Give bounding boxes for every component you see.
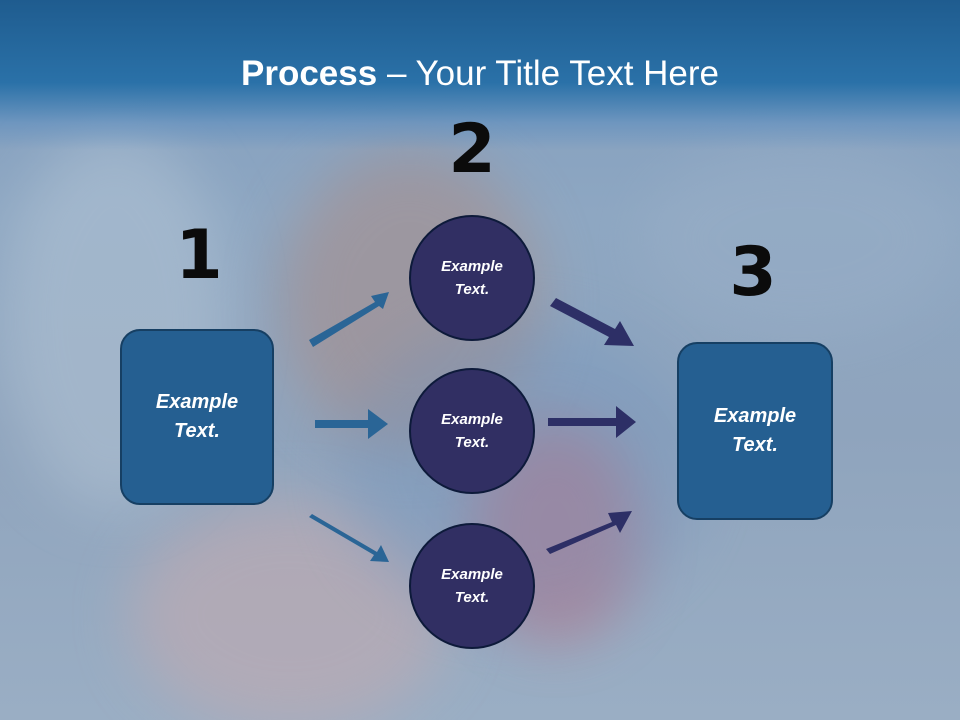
step-1-box: Example Text. [120,329,274,505]
title-rest: – Your Title Text Here [377,54,719,93]
middle-node-top: Example Text. [409,215,535,341]
step-number-3: 3 [729,233,777,312]
step-3-box: Example Text. [677,342,833,520]
arrow-up-right-left [309,292,389,347]
arrow-down-right-right [550,298,634,346]
arrow-up-right-right [546,511,632,554]
middle-node-center: Example Text. [409,368,535,494]
middle-node-center-text: Example Text. [441,411,503,451]
middle-node-top-text: Example Text. [441,258,503,298]
title-bold: Process [241,54,378,93]
step-1-text: Example Text. [155,391,239,442]
title-bar [0,0,960,150]
step-number-1: 1 [175,216,223,295]
step-number-2: 2 [448,110,496,189]
middle-node-bottom: Example Text. [409,523,535,649]
slide-title: Process – Your Title Text Here [0,54,960,94]
arrow-down-right-left [309,514,389,562]
middle-node-bottom-text: Example Text. [441,566,503,606]
arrow-right-left [315,409,388,439]
step-3-text: Example Text. [713,405,797,456]
arrow-right-right [548,406,636,438]
